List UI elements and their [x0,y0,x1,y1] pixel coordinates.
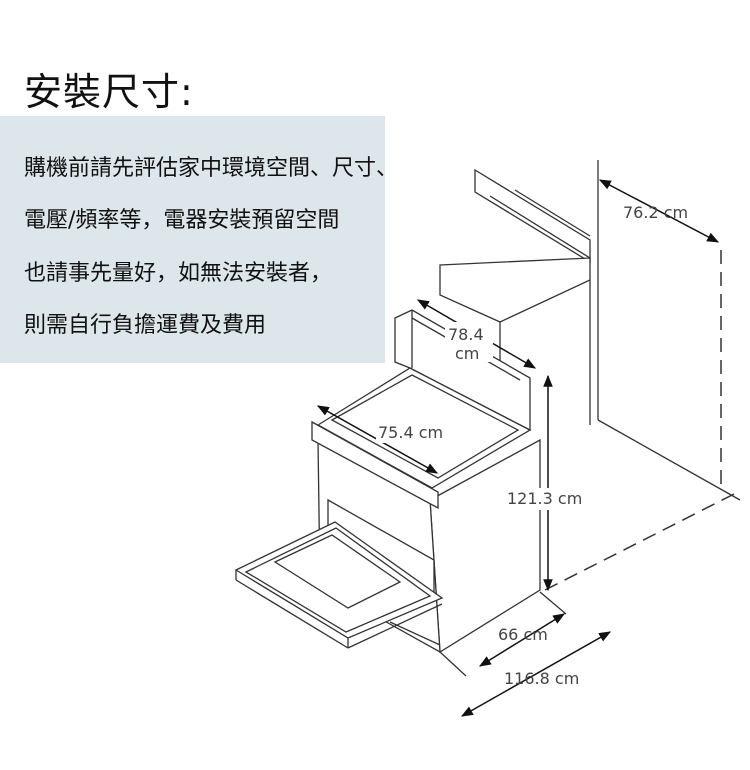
label-height: 121.3 cm [507,489,582,508]
label-wall-clearance: 76.2 cm [623,203,688,222]
notice-line-3: 也請事先量好，如無法安裝者， [24,261,333,286]
label-depth-door-open: 116.8 cm [504,669,579,688]
dimension-cooktop-depth: 78.4 cm [416,299,537,369]
dimension-depth-door-open: 116.8 cm [460,631,612,717]
label-cooktop-depth-unit: cm [455,344,479,363]
label-width: 75.4 cm [378,423,443,442]
dimension-height: 121.3 cm [505,374,591,592]
dimension-wall-clearance: 76.2 cm [598,179,720,243]
notice-panel [0,116,385,363]
dimension-width: 75.4 cm [316,405,452,474]
oven-door [234,521,444,649]
notice-line-4: 則需自行負擔運費及費用 [24,313,267,338]
label-cooktop-depth-value: 78.4 [448,325,484,344]
floor-line [544,491,739,591]
notice-line-1: 購機前請先評估家中環境空間、尺寸、 [24,156,399,181]
page-title: 安裝尺寸: [24,70,194,114]
label-depth: 66 cm [498,625,548,644]
notice-line-2: 電壓/頻率等，電器安裝預留空間 [24,208,340,233]
